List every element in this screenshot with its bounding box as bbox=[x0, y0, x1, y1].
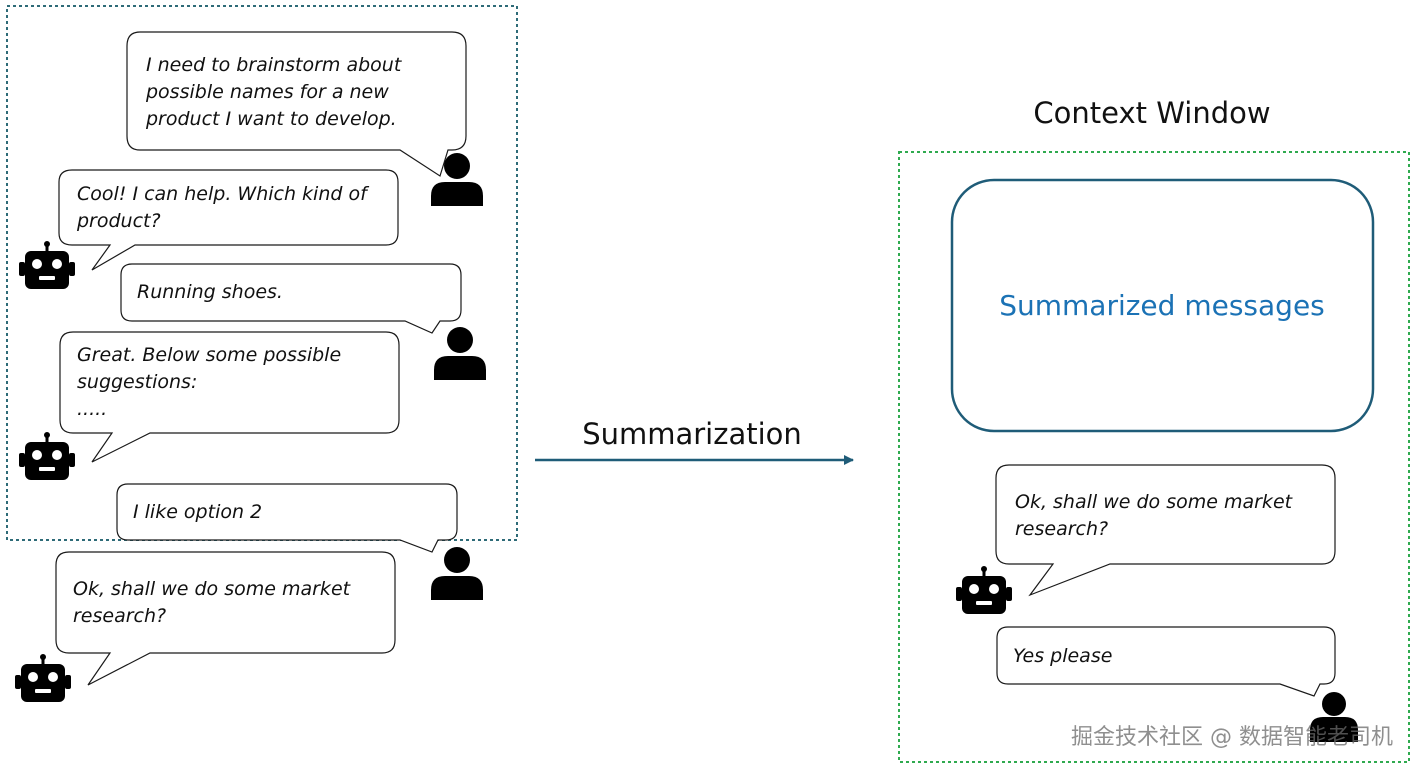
message-text: I need to brainstorm about possible name… bbox=[145, 54, 407, 130]
speech-bubble bbox=[120, 263, 462, 334]
speech-bubble bbox=[995, 464, 1336, 597]
robot-icon bbox=[956, 566, 1012, 614]
context-window-title: Context Window bbox=[1033, 96, 1270, 130]
message-line: Ok, shall we do some market bbox=[73, 578, 352, 600]
summarization-label: Summarization bbox=[582, 417, 802, 451]
speech-bubble bbox=[126, 31, 467, 177]
history-message-4: Great. Below some possible suggestions: … bbox=[59, 331, 400, 463]
message-line: suggestions: bbox=[77, 371, 197, 393]
user-icon bbox=[431, 547, 483, 600]
speech-bubble bbox=[59, 331, 400, 463]
robot-icon bbox=[19, 241, 75, 289]
message-line: I like option 2 bbox=[133, 501, 262, 523]
history-message-5: I like option 2 bbox=[116, 483, 458, 553]
user-icon bbox=[431, 153, 483, 206]
message-line: Yes please bbox=[1013, 645, 1112, 667]
message-line: research? bbox=[1015, 518, 1108, 540]
speech-bubble bbox=[55, 551, 396, 686]
message-line: Ok, shall we do some market bbox=[1015, 491, 1294, 513]
history-message-3: Running shoes. bbox=[120, 263, 462, 334]
user-icon bbox=[434, 327, 486, 380]
context-message-1: Ok, shall we do some market research? bbox=[995, 464, 1336, 597]
watermark: 掘金技术社区 @ 数据智能老司机 bbox=[1071, 725, 1393, 750]
message-text: Ok, shall we do some market research? bbox=[73, 578, 356, 627]
context-message-2: Yes please bbox=[996, 626, 1336, 697]
message-text: I like option 2 bbox=[133, 501, 262, 523]
robot-icon bbox=[19, 432, 75, 480]
message-line: possible names for a new bbox=[145, 81, 389, 103]
message-line: research? bbox=[73, 605, 166, 627]
speech-bubble bbox=[58, 169, 399, 271]
speech-bubble bbox=[116, 483, 458, 553]
history-message-2: Cool! I can help. Which kind of product? bbox=[58, 169, 399, 271]
message-text: Running shoes. bbox=[137, 281, 283, 303]
message-line: Great. Below some possible bbox=[77, 344, 341, 366]
message-text: Ok, shall we do some market research? bbox=[1015, 491, 1298, 540]
user-icon bbox=[1310, 692, 1358, 742]
history-message-6: Ok, shall we do some market research? bbox=[55, 551, 396, 686]
message-line: product? bbox=[76, 210, 161, 232]
message-line: Running shoes. bbox=[137, 281, 283, 303]
message-text: Cool! I can help. Which kind of product? bbox=[76, 183, 373, 232]
message-text: Yes please bbox=[1013, 645, 1112, 667]
summarized-messages-label: Summarized messages bbox=[999, 289, 1325, 322]
message-line: ..... bbox=[77, 398, 107, 420]
speech-bubble bbox=[996, 626, 1336, 697]
message-text: Great. Below some possible suggestions: … bbox=[77, 344, 347, 420]
summarized-messages-box bbox=[950, 178, 1375, 433]
robot-icon bbox=[15, 654, 71, 702]
history-message-1: I need to brainstorm about possible name… bbox=[126, 31, 467, 177]
message-line: product I want to develop. bbox=[145, 108, 397, 130]
message-line: Cool! I can help. Which kind of bbox=[77, 183, 370, 205]
message-line: I need to brainstorm about bbox=[146, 54, 403, 76]
context-window-frame bbox=[898, 151, 1410, 763]
